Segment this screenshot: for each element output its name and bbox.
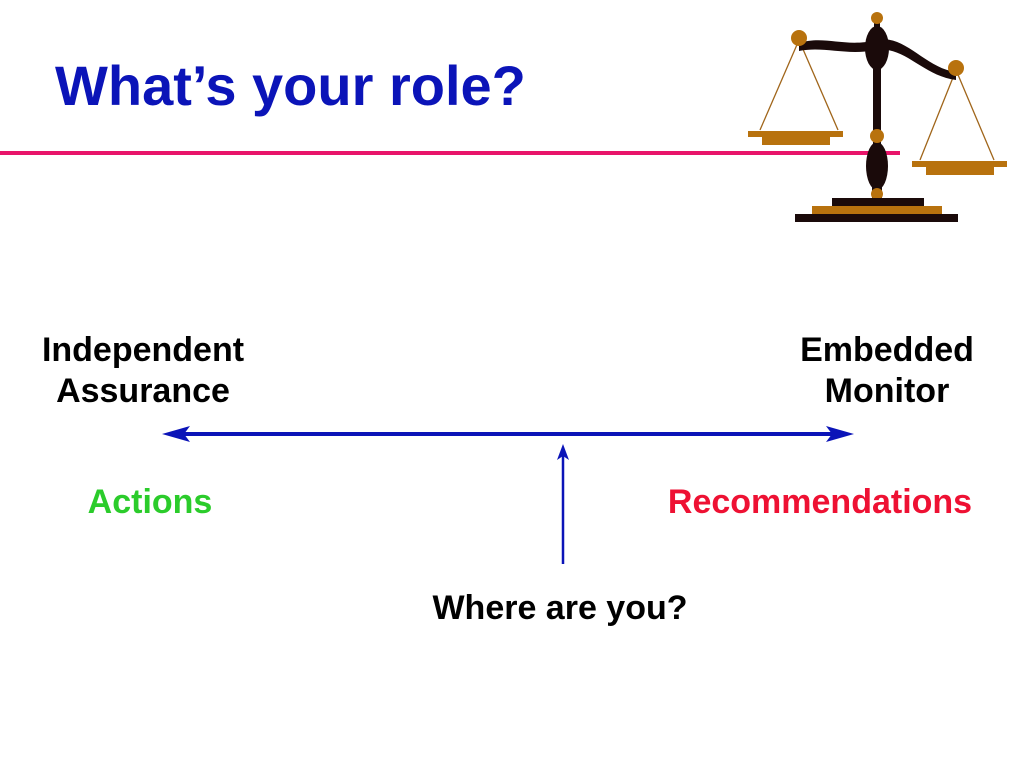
left-end-line-1: Independent (41, 331, 245, 369)
position-pointer-arrow (557, 444, 569, 564)
right-end-line-1: Embedded (800, 331, 974, 369)
where-are-you-prompt: Where are you? (432, 589, 688, 627)
slide-title: What’s your role? (55, 54, 526, 117)
independent-assurance-label: Independent Assurance (18, 330, 268, 412)
actions-label: Actions (87, 483, 213, 521)
right-end-line-2: Monitor (824, 371, 950, 410)
left-end-line-2: Assurance (56, 371, 230, 410)
title-underline (0, 151, 900, 155)
embedded-monitor-label: Embedded Monitor (762, 330, 1012, 412)
spectrum-double-arrow (162, 426, 854, 442)
scales-of-justice-icon (748, 12, 1007, 222)
recommendations-label: Recommendations (667, 483, 973, 521)
